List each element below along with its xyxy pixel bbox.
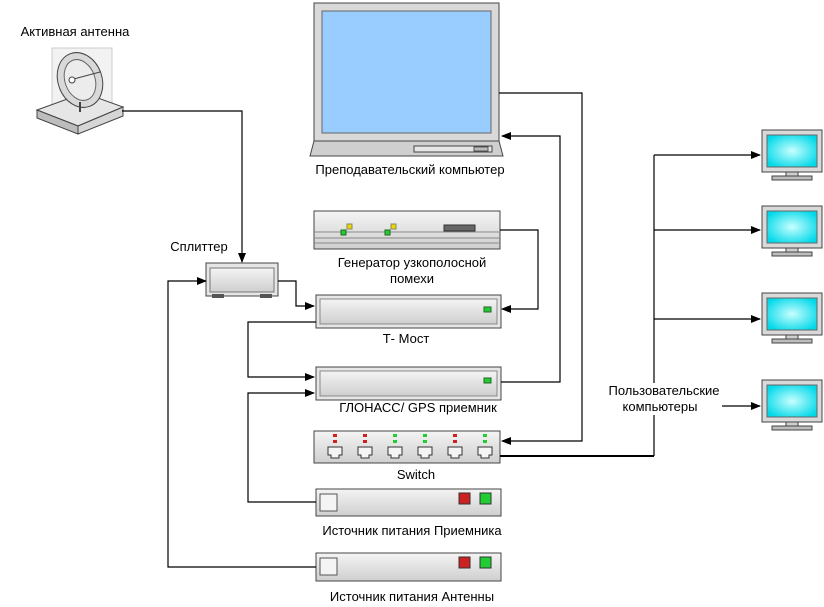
user-pcs-label-line1: Пользовательские bbox=[606, 383, 722, 399]
splitter-device-icon bbox=[205, 262, 279, 298]
user-computer-icon bbox=[761, 205, 823, 257]
receiver-power-supply-icon bbox=[315, 488, 502, 517]
splitter-to-tbridge-line bbox=[278, 280, 315, 310]
teacher-computer-icon bbox=[309, 2, 504, 157]
switch-device-icon bbox=[313, 430, 501, 464]
t-bridge-device-icon bbox=[315, 294, 502, 329]
active-antenna-icon bbox=[35, 47, 125, 135]
jammer-to-tbridge-line bbox=[500, 229, 539, 313]
switch-port-icon bbox=[327, 434, 343, 459]
user-computer-icon bbox=[761, 379, 823, 431]
antenna-to-splitter-line bbox=[122, 110, 246, 263]
user-computer-icon bbox=[761, 129, 823, 181]
antenna-power-to-splitter-line bbox=[167, 277, 316, 568]
jammer-label-line1: Генератор узкополосной bbox=[337, 255, 487, 270]
splitter-label: Сплиттер bbox=[170, 239, 228, 254]
teacher-pc-to-switch-line bbox=[499, 92, 583, 445]
t-bridge-label: Т- Мост bbox=[382, 331, 430, 346]
switch-port-icon bbox=[477, 434, 493, 459]
user-pcs-label-line2: компьютеры bbox=[620, 399, 700, 415]
jammer-device-icon bbox=[313, 210, 501, 250]
user-computer-icon bbox=[761, 292, 823, 344]
tbridge-to-receiver-line bbox=[247, 321, 316, 381]
receiver-label: ГЛОНАСС/ GPS приемник bbox=[339, 400, 497, 415]
switch-port-icon bbox=[417, 434, 433, 459]
switch-port-icon bbox=[387, 434, 403, 459]
gps-receiver-device-icon bbox=[315, 366, 502, 401]
receiver-power-label: Источник питания Приемника bbox=[322, 523, 502, 538]
jammer-label-line2: помехи bbox=[390, 271, 434, 286]
switch-port-icon bbox=[357, 434, 373, 459]
receiver-to-teacher-pc-line bbox=[501, 132, 561, 383]
connectors bbox=[122, 92, 761, 568]
switch-label: Switch bbox=[396, 467, 436, 482]
antenna-label: Активная антенна bbox=[20, 24, 130, 39]
switch-port-icon bbox=[447, 434, 463, 459]
receiver-power-to-receiver-line bbox=[247, 389, 316, 503]
antenna-power-label: Источник питания Антенны bbox=[329, 589, 495, 604]
antenna-power-supply-icon bbox=[315, 552, 502, 582]
teacher-pc-label: Преподавательский компьютер bbox=[315, 162, 505, 177]
